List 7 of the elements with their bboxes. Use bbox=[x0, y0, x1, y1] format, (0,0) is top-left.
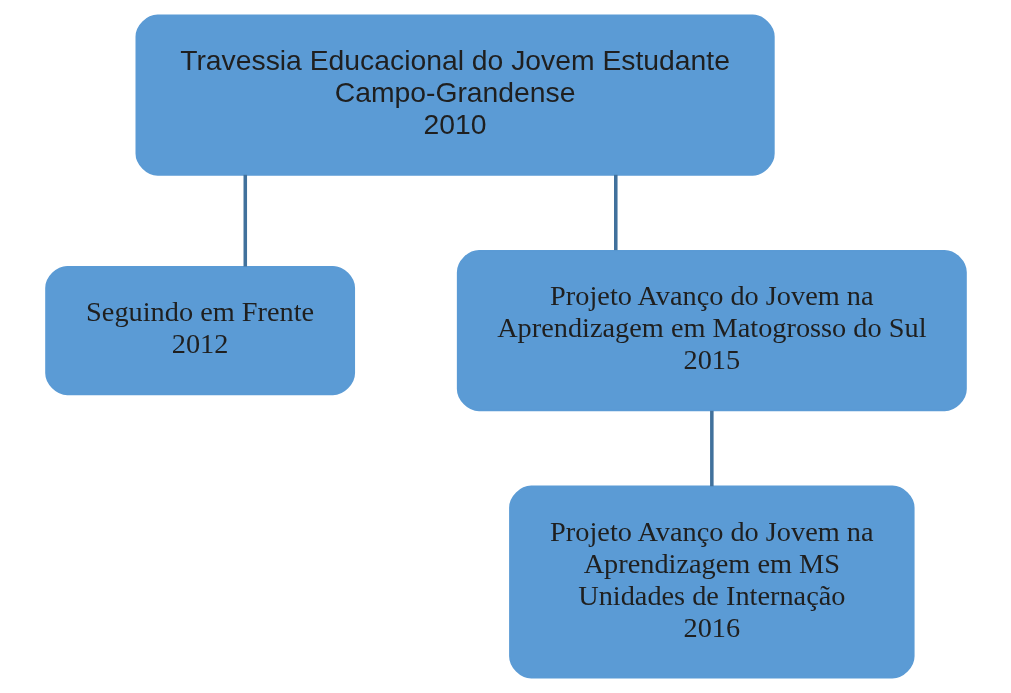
connector bbox=[613, 174, 618, 251]
connector bbox=[709, 410, 714, 487]
node-box: Projeto Avanço do Jovem na Aprendizagem em Matogrosso do Sul 2015 bbox=[456, 250, 967, 412]
node-box: Projeto Avanço do Jovem na Aprendizagem em MS Unidades de Internação 2016 bbox=[508, 485, 915, 679]
node-box: Seguindo em Frente 2012 bbox=[44, 265, 355, 396]
node-box: Travessia Educacional do Jovem Estudante Campo-Grandense 2010 bbox=[135, 14, 775, 176]
connector bbox=[243, 174, 247, 267]
